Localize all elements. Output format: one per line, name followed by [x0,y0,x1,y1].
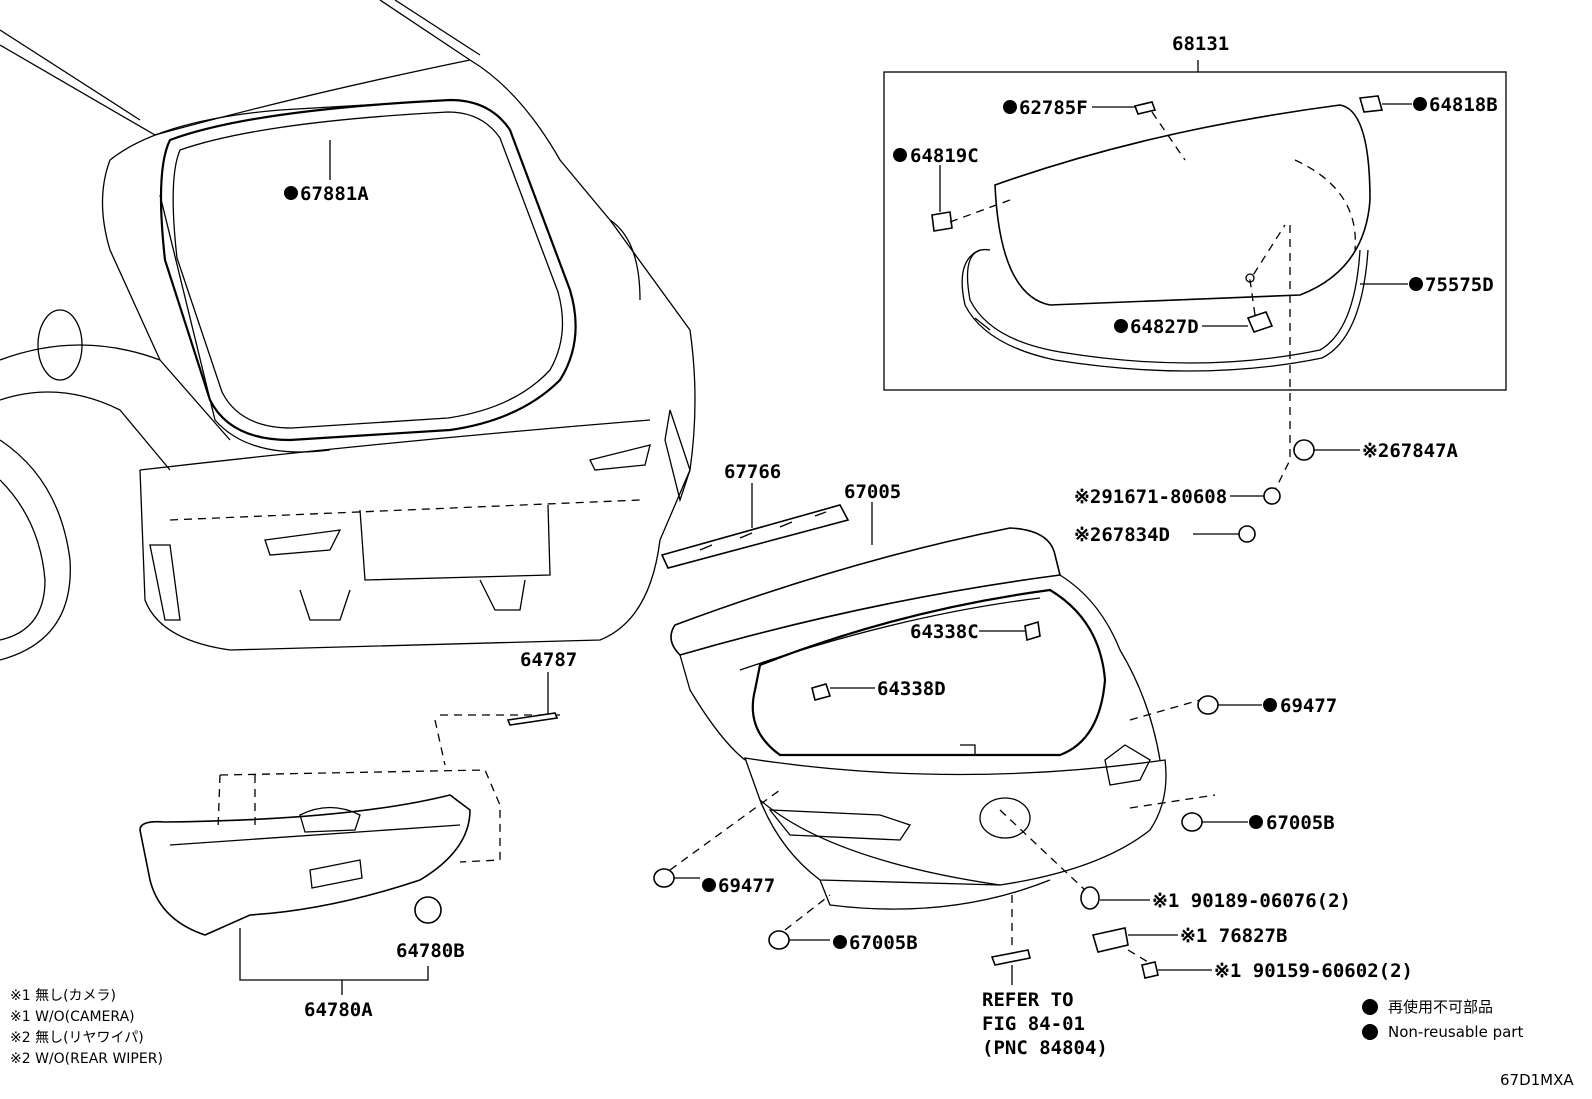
nonreusable-dot [893,148,907,162]
label-67766: 67766 [724,461,781,483]
lower-trim-64780A [139,672,560,995]
label-62785F: 62785F [1019,97,1088,119]
note-3: ※2 無し(リヤワイパ) [10,1030,144,1046]
label-64787: 64787 [520,649,577,671]
diagram-code: 67D1MXA [1500,1071,1574,1089]
legend-dot-icon [1362,999,1378,1015]
part-labels: 68131 62785F 64818B 64819C 75575D 64827D… [284,33,1498,1059]
back-door-panel [670,502,1167,910]
label-64780B: 64780B [396,940,465,962]
note-1: ※1 無し(カメラ) [10,988,116,1004]
nonreusable-dot [1249,815,1263,829]
back-window-weatherstrip [159,98,577,453]
note-2: ※1 W/O(CAMERA) [10,1009,135,1025]
label-64338C: 64338C [910,621,979,643]
legend: 再使用不可部品 Non-reusable part 67D1MXA [1362,998,1574,1089]
label-76827B: ※1 76827B [1180,925,1287,947]
label-64819C: 64819C [910,145,979,167]
nonreusable-dot [1263,698,1277,712]
clip-64819C [931,211,953,232]
label-75575D: 75575D [1425,274,1494,296]
nonreusable-dot [1409,277,1423,291]
label-64780A: 64780A [304,999,373,1021]
refer-line-3: (PNC 84804) [982,1037,1108,1059]
label-67881A: 67881A [300,183,369,205]
nonreusable-dot [833,935,847,949]
label-69477-right: 69477 [1280,695,1337,717]
nonreusable-dot [1413,97,1427,111]
nonreusable-dot [702,878,716,892]
refer-line-1: REFER TO [982,989,1074,1011]
label-67005B-right: 67005B [1266,812,1335,834]
refer-line-2: FIG 84-01 [982,1013,1085,1035]
label-67005: 67005 [844,481,901,503]
car-body-rear [0,0,696,661]
footnotes: ※1 無し(カメラ) ※1 W/O(CAMERA) ※2 無し(リヤワイパ) ※… [10,988,163,1067]
label-67847A: ※267847A [1362,440,1459,462]
label-68131: 68131 [1172,33,1229,55]
label-69477-left: 69477 [718,875,775,897]
clip-64818B [1358,95,1384,113]
clip-64827D [1246,311,1274,333]
legend-dot-icon [1362,1024,1378,1040]
label-64338D: 64338D [877,678,946,700]
label-90189-06076: ※1 90189-06076(2) [1152,890,1351,912]
legend-en: Non-reusable part [1388,1023,1523,1041]
label-64827D: 64827D [1130,316,1199,338]
label-64818B: 64818B [1429,94,1498,116]
legend-jp: 再使用不可部品 [1388,998,1493,1016]
cap-64780B [414,896,442,924]
nonreusable-dot [1003,100,1017,114]
label-67005B-left: 67005B [849,932,918,954]
label-91671-80608: ※291671-80608 [1074,486,1227,508]
spoiler-assembly-box [883,60,1507,491]
small-parts [329,103,1412,985]
nonreusable-dot [1114,319,1128,333]
clip-62785F [1133,101,1157,115]
label-67834D: ※267834D [1074,524,1170,546]
note-4: ※2 W/O(REAR WIPER) [10,1051,163,1067]
nonreusable-dot [284,186,298,200]
garnish-67766 [660,483,850,569]
label-90159-60602: ※1 90159-60602(2) [1214,960,1413,982]
plate-64787 [506,712,559,726]
